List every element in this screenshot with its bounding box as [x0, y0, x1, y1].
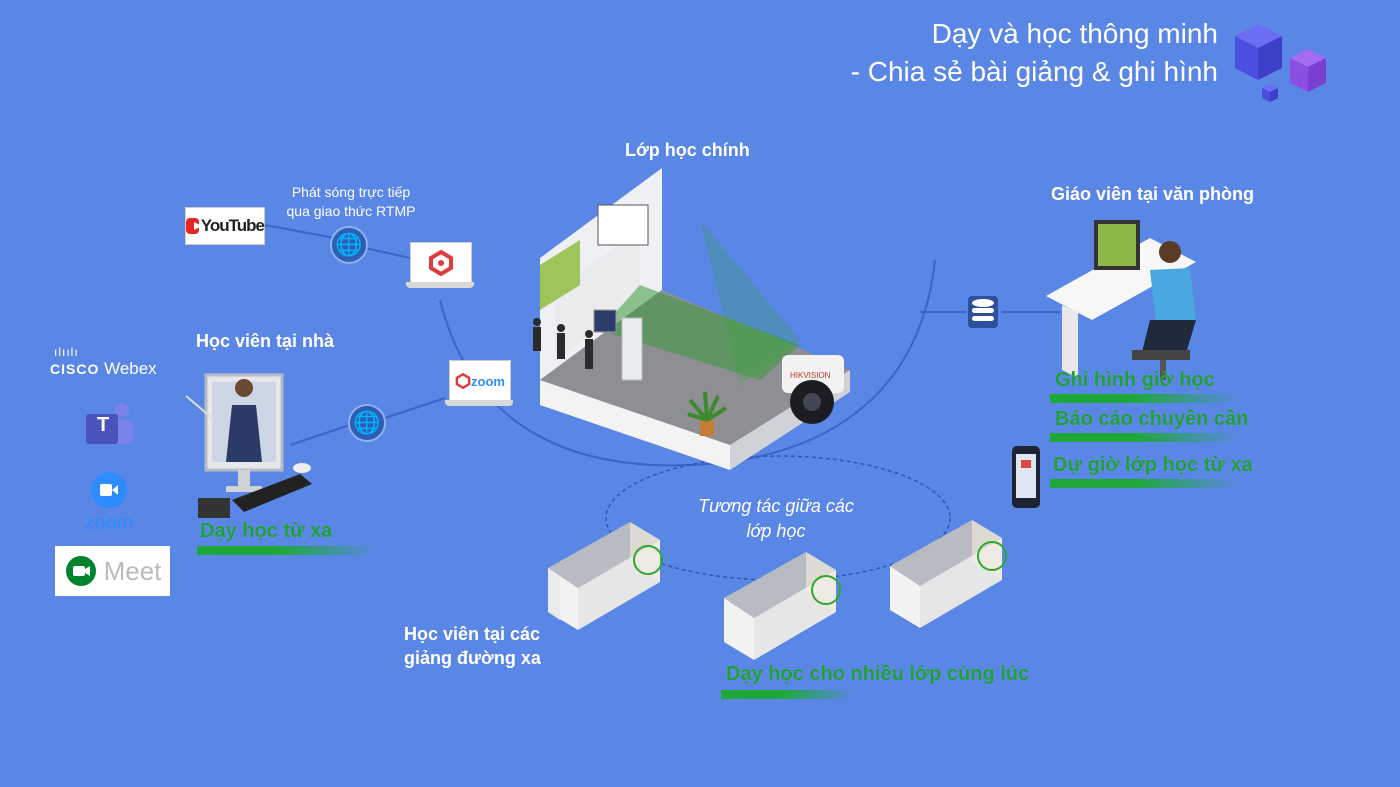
main-classroom — [540, 168, 850, 470]
broadcast-label-line-2: qua giao thức RTMP — [286, 203, 416, 219]
laptop-base — [406, 282, 474, 288]
title-line-2: - Chia sẻ bài giảng & ghi hình — [850, 56, 1218, 87]
dome-camera-icon: HIKVISION — [782, 355, 844, 424]
remote-classroom-2 — [724, 552, 841, 660]
globe-icon: 🌐 — [330, 226, 368, 264]
remote-halls-label: Học viên tại các giảng đường xa — [404, 622, 541, 670]
teams-logo: T — [82, 400, 138, 452]
broadcast-label: Phát sóng trực tiếp qua giao thức RTMP — [266, 183, 436, 221]
interaction-ellipse — [605, 455, 951, 581]
camera-view-cone — [700, 220, 800, 385]
meet-text: Meet — [103, 555, 162, 586]
feature-bar-record — [1050, 394, 1240, 403]
broadcast-label-line-1: Phát sóng trực tiếp — [291, 184, 411, 200]
meet-icon — [65, 556, 96, 586]
globe-icon: 🌐 — [348, 404, 386, 442]
home-monitor — [185, 373, 312, 518]
feature-record-lessons: Ghi hình giờ học — [1055, 369, 1215, 391]
interaction-label-line-2: lớp học — [746, 521, 806, 541]
webex-text: CISCO Webex — [50, 359, 157, 379]
laptop-screen: zoom — [449, 360, 511, 402]
students-standing — [533, 318, 593, 369]
laptop-streaming — [406, 242, 474, 288]
plant — [687, 391, 728, 436]
webex-logo: ılıılı CISCO Webex — [50, 340, 185, 384]
feature-multi-class: Dạy học cho nhiều lớp cùng lúc — [726, 663, 1030, 685]
remote-halls-label-line-2: giảng đường xa — [404, 648, 541, 668]
title-line-1: Dạy và học thông minh — [931, 18, 1218, 49]
feature-bar-multi-class — [721, 690, 856, 699]
interaction-label-line-1: Tương tác giữa các — [698, 496, 854, 516]
zoom-logo: zoom — [74, 468, 144, 538]
interaction-label: Tương tác giữa các lớp học — [680, 494, 872, 544]
feature-bar-attendance — [1050, 433, 1240, 442]
zoom-text: zoom — [84, 511, 134, 534]
feature-bar-remote-teaching — [197, 546, 377, 555]
cisco-text: CISCO — [50, 361, 100, 377]
office-teacher-label: Giáo viên tại văn phòng — [1051, 184, 1255, 204]
streaming-app-icon — [455, 373, 471, 389]
teams-icon — [86, 403, 134, 444]
main-class-label: Lớp học chính — [625, 140, 750, 160]
teams-letter: T — [97, 414, 110, 436]
connector-home-globe — [289, 424, 351, 446]
feature-remote-observation: Dự giờ lớp học từ xa — [1053, 454, 1253, 476]
laptop-screen — [410, 242, 472, 284]
connector-globe-laptop — [364, 247, 411, 259]
zoom-camera-icon — [91, 471, 127, 508]
smartphone-icon — [1012, 446, 1040, 508]
connector-globe-zoom — [384, 397, 446, 419]
svg-text:HIKVISION: HIKVISION — [790, 371, 831, 380]
youtube-logo: YouTube — [185, 207, 265, 245]
home-students-label: Học viên tại nhà — [196, 331, 335, 351]
laptop-zoom: zoom — [445, 360, 513, 406]
office-desk — [1046, 220, 1196, 380]
cisco-bars-icon: ılıılı — [54, 345, 79, 359]
youtube-play-icon — [186, 218, 202, 234]
remote-classroom-1 — [548, 522, 663, 630]
cubes-decoration — [1235, 24, 1326, 102]
youtube-text: YouTube — [200, 216, 265, 235]
database-icon — [968, 296, 998, 328]
meet-logo: Meet — [55, 546, 170, 596]
feature-attendance-report: Báo cáo chuyên cần — [1055, 408, 1249, 430]
feature-bar-observation — [1050, 479, 1240, 488]
smartphone-record-indicator — [1021, 460, 1031, 468]
laptop-base — [445, 400, 513, 406]
remote-classroom-3 — [890, 520, 1007, 628]
feature-remote-teaching: Dạy học từ xa — [200, 520, 333, 542]
remote-halls-label-line-1: Học viên tại các — [404, 624, 541, 644]
webex-product-text: Webex — [104, 359, 157, 378]
streaming-app-icon — [429, 250, 453, 276]
laptop-zoom-text: zoom — [471, 373, 505, 389]
